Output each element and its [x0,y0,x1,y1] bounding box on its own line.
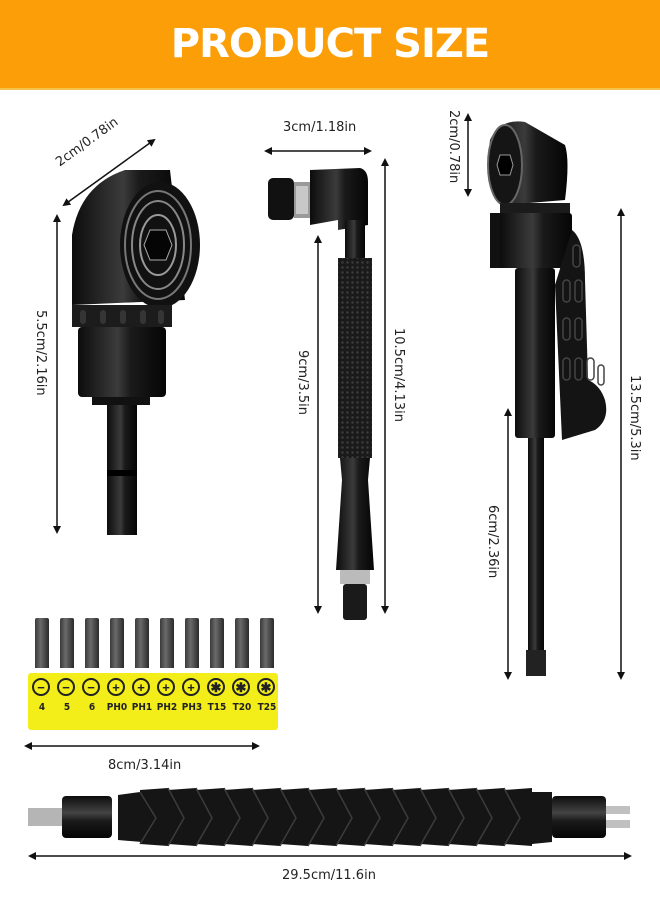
bit-item: ✱T20 [230,618,254,730]
slotted-icon: − [82,678,100,696]
bit-item: ✱T25 [255,618,279,730]
bit-item: +PH3 [180,618,204,730]
angle-adapter-drawing [53,138,200,535]
header-banner: PRODUCT SIZE [0,0,660,90]
l-wrench-inner-length-label: 9cm/3.5in [295,350,310,415]
bit-set-width-label: 8cm/3.14in [108,758,182,773]
bit-item: +PH0 [105,618,129,730]
bit-item: +PH2 [155,618,179,730]
bit-item: −6 [80,618,104,730]
torx-icon: ✱ [257,678,275,696]
flex-shaft-length-label: 29.5cm/11.6in [282,868,376,883]
bit-item: −4 [30,618,54,730]
handle-adapter-total-length-label: 13.5cm/5.3in [627,375,642,461]
page-title: PRODUCT SIZE [170,21,490,67]
handle-adapter-drawing [464,113,625,680]
phillips-icon: + [157,678,175,696]
phillips-icon: + [107,678,125,696]
torx-icon: ✱ [207,678,225,696]
l-wrench-drawing [264,147,389,620]
phillips-icon: + [182,678,200,696]
bit-item: −5 [55,618,79,730]
handle-adapter-shank-length-label: 6cm/2.36in [485,505,500,579]
phillips-icon: + [132,678,150,696]
bit-item: ✱T15 [205,618,229,730]
slotted-icon: − [57,678,75,696]
handle-adapter-head-label: 2cm/0.78in [446,110,461,184]
l-wrench-width-label: 3cm/1.18in [283,120,357,135]
l-wrench-total-length-label: 10.5cm/4.13in [391,328,406,422]
bit-item: +PH1 [130,618,154,730]
bit-set: −4 −5 −6 +PH0 +PH1 +PH2 +PH3 ✱T15 ✱T20 ✱… [28,618,278,730]
flex-shaft-drawing [28,787,632,860]
torx-icon: ✱ [232,678,250,696]
slotted-icon: − [32,678,50,696]
angle-adapter-height-label: 5.5cm/2.16in [33,310,48,396]
